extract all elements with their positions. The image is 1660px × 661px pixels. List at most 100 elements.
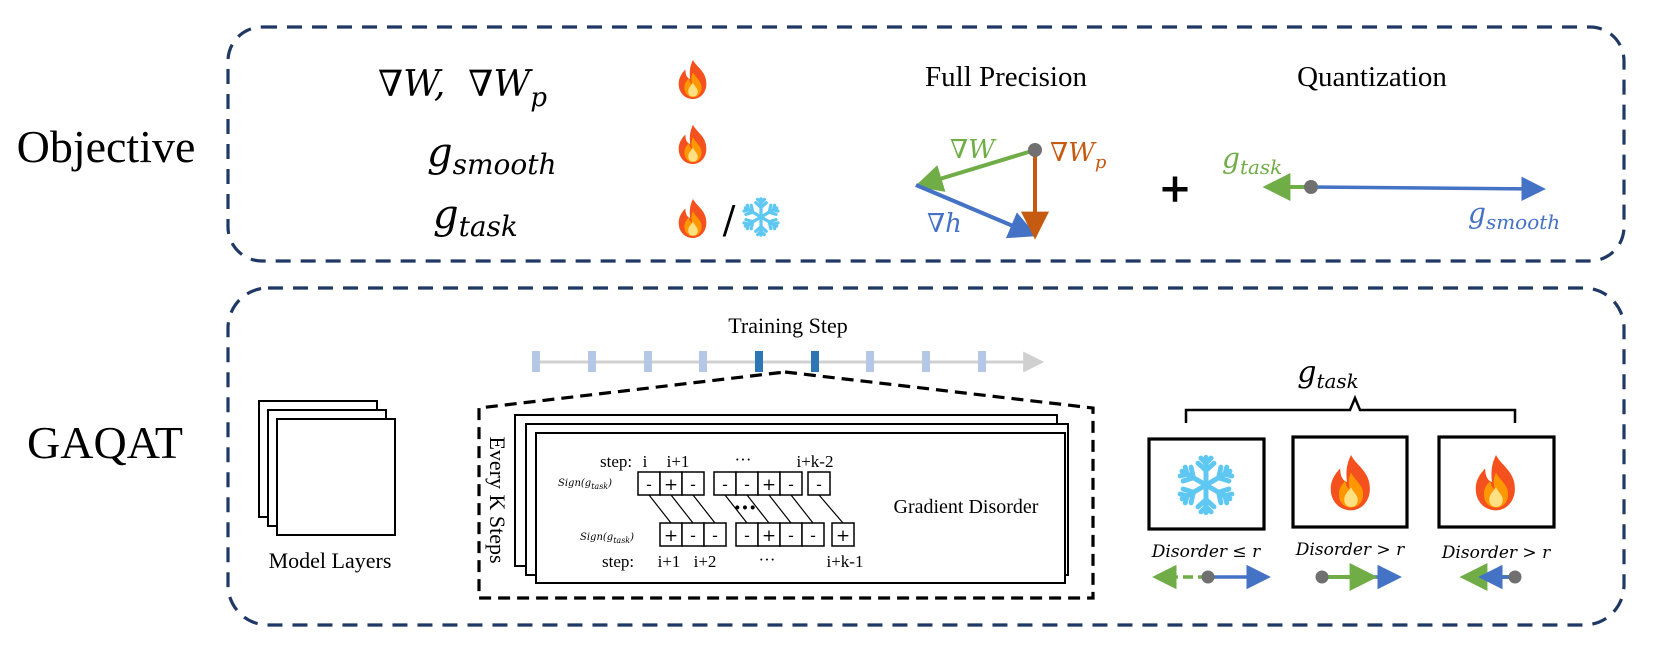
sign-value: + [664,526,678,546]
plus-sign: + [1158,165,1192,212]
sign-row-top: - + - - - + - - [637,471,831,496]
top-step-index: i+1 [667,452,690,471]
quant-g-task-label: gtask [1222,142,1282,179]
training-step-tick [644,351,652,372]
grad-wp-label: ∇Wp [1050,138,1107,173]
bottom-step-index: i+1 [658,552,681,571]
bottom-step-label: step: [602,552,634,571]
training-step-tick-active [811,351,819,372]
sign-value: - [810,526,816,546]
sign-value: - [712,526,718,546]
outcome-arrows-frozen [1152,564,1271,590]
sign-label-top-close: ) [607,478,612,489]
sign-cell [831,522,855,547]
training-step-tick [588,351,596,372]
top-step-index: i+k-2 [797,452,834,471]
training-step-tick [532,351,540,372]
sign-label-bottom-main: Sign(g [580,532,613,543]
quantization-title: Quantization [1297,61,1447,93]
sign-label-top-main: Sign(g [558,478,591,489]
bottom-step-index: ··· [759,550,776,569]
objective-row-g-smooth-sub: smooth [453,148,557,181]
fire-icon [678,59,707,100]
training-step-tick [978,351,986,372]
sign-value: + [762,526,776,546]
top-step-label: step: [600,452,632,471]
training-step-ticks [532,351,986,372]
outcome-label: Disorder > r [1295,540,1405,560]
snowflake-icon [743,199,780,235]
sign-value: - [690,475,696,495]
objective-row-grad-w-sub: p [530,83,547,113]
grad-h-label: ∇h [927,209,962,239]
grad-wp-label-sub: p [1095,152,1107,173]
zoom-callout [477,370,1095,600]
sign-value: + [664,475,678,495]
sign-value: - [646,475,652,495]
training-step-label: Training Step [728,313,848,338]
gradient-disorder-label: Gradient Disorder [894,496,1039,518]
gaqat-g-task-label-sub: task [1316,369,1358,393]
grad-w-label: ∇W [950,135,997,165]
grad-wp-label-main: ∇W [1050,138,1097,168]
objective-row-g-task-symbol: g [433,192,459,238]
sign-label-top: Sign(gtask) [558,478,612,491]
sign-value: - [690,526,696,546]
model-layers-stack [258,400,396,536]
objective-row-g-smooth: gsmooth [427,130,557,181]
outcome-arrows-active-reverse [1459,563,1522,591]
sign-label-bottom-sub: task [613,536,630,545]
full-precision-origin-dot [1028,143,1042,157]
fire-icon [678,124,707,165]
g-task-brace [1184,394,1517,423]
sign-connectors [648,494,844,524]
sign-cell [801,522,825,547]
every-k-steps-label: Every K Steps [485,436,510,563]
training-step-tick [866,351,874,372]
gaqat-g-task-label: gtask [1297,355,1359,393]
sign-value: + [836,526,850,546]
full-precision-title: Full Precision [925,61,1087,93]
objective-row-g-smooth-symbol: g [427,130,453,176]
objective-row-grad-w: ∇W, ∇Wp [378,64,547,113]
sign-row-bottom: + - - - + - - + [659,522,855,547]
objective-title: Objective [17,121,196,172]
outcome-label: Disorder > r [1441,543,1551,563]
grad-w-arrow [914,148,1036,192]
sign-rows-ellipsis: ··· [734,495,757,521]
sign-value: - [744,526,750,546]
training-step-tick [922,351,930,372]
bottom-step-index: i+k-1 [827,552,864,571]
top-step-index: i [643,452,648,471]
sign-value: - [722,475,728,495]
gaqat-g-task-label-main: g [1297,355,1316,390]
sign-value: - [744,475,750,495]
sign-value: + [762,475,776,495]
quant-g-smooth-arrow [1310,176,1546,202]
fire-or-snow-separator: / [723,198,736,242]
fire-icon [678,198,707,239]
quant-g-smooth-label-sub: smooth [1486,210,1560,234]
gaqat-title: GAQAT [27,417,183,468]
quant-g-smooth-label-main: g [1468,197,1486,230]
grad-h-arrow [915,183,1038,239]
quant-g-task-label-sub: task [1240,155,1282,179]
top-step-index: ··· [735,450,752,469]
objective-row-grad-w-symbol: ∇W, ∇W [378,64,533,105]
objective-panel [226,25,1626,263]
outcome-arrows-active [1315,563,1402,591]
quant-origin-dot [1304,180,1318,194]
sign-label-bottom: Sign(gtask) [580,532,634,545]
sign-cell [703,522,727,547]
outcome-label: Disorder ≤ r [1151,542,1261,562]
quantization-diagram: gtask gsmooth [1222,142,1560,234]
objective-row-g-task: gtask [433,192,518,243]
sign-label-top-sub: task [591,482,608,491]
bottom-step-index: i+2 [694,552,717,571]
model-layer [276,418,396,536]
full-precision-diagram: ∇W ∇Wp ∇h [914,135,1107,240]
sign-value: - [816,475,822,495]
training-step-tick-active [755,351,763,372]
quant-g-task-label-main: g [1222,142,1240,175]
